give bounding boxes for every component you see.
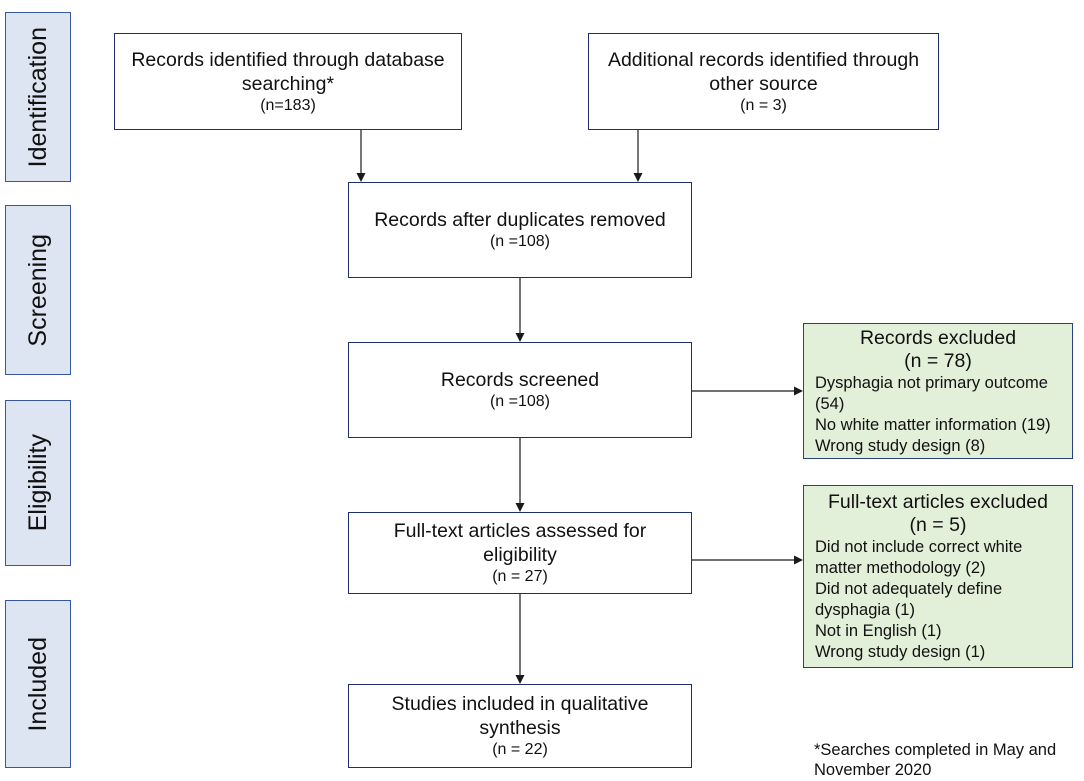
records-screened-box: Records screened (n =108) xyxy=(348,342,692,438)
arrow-head xyxy=(515,333,525,342)
arrow-head xyxy=(794,386,803,396)
full-text-assessed-box: Full-text articles assessed for eligibil… xyxy=(348,512,692,594)
arrow-head xyxy=(515,503,525,512)
arrow-screened-to-excluded xyxy=(692,386,803,396)
exclusion-reason: No white matter information (19) xyxy=(804,415,1072,436)
record-count: (n = 3) xyxy=(740,96,787,114)
arrow-deduplicated-to-screened xyxy=(515,278,525,342)
exclusion-reason-line: Did not adequately define xyxy=(815,580,1003,598)
stage-screening: Screening xyxy=(5,205,71,375)
exclusion-title: Full-text articles excluded xyxy=(827,491,1048,513)
box-text-line: Full-text articles assessed for xyxy=(393,520,647,542)
arrow-head xyxy=(356,173,366,182)
footnote-line: November 2020 xyxy=(814,761,932,779)
arrow-other-to-deduplicated xyxy=(633,130,643,182)
box-text-line: Records identified through database xyxy=(131,48,445,71)
stage-label: Included xyxy=(23,636,52,732)
exclusion-reason: Did not adequately define dysphagia (1) xyxy=(804,579,1072,621)
record-count: (n=183) xyxy=(260,96,316,114)
exclusion-reason-line: dysphagia (1) xyxy=(815,601,915,619)
arrow-head xyxy=(515,675,525,684)
arrow-head xyxy=(633,173,643,182)
exclusion-reason-line: Dysphagia not primary outcome xyxy=(815,374,1048,392)
exclusion-count: (n = 5) xyxy=(909,514,967,536)
exclusion-reason-line: Not in English (1) xyxy=(815,622,942,640)
box-text-line: Records screened xyxy=(440,369,600,391)
record-count: (n =108) xyxy=(489,233,551,250)
arrow-database-to-deduplicated xyxy=(356,130,366,182)
exclusion-reason: Dysphagia not primary outcome (54) xyxy=(804,373,1072,415)
arrow-head xyxy=(794,555,803,565)
full-text-excluded-box: Full-text articles excluded (n = 5) Did … xyxy=(803,485,1073,668)
arrow-full-text-to-included xyxy=(515,594,525,684)
exclusion-count: (n = 78) xyxy=(904,350,972,372)
records-excluded-box: Records excluded (n = 78) Dysphagia not … xyxy=(803,323,1073,459)
arrow-full-text-to-excluded xyxy=(692,555,803,565)
duplicates-removed-box: Records after duplicates removed (n =108… xyxy=(348,182,692,278)
box-text-line: other source xyxy=(709,72,818,95)
exclusion-reason-line: Wrong study design (8) xyxy=(815,437,986,455)
record-count: (n = 27) xyxy=(492,568,548,585)
stage-eligibility: Eligibility xyxy=(5,400,71,566)
box-text-line: Records after duplicates removed xyxy=(374,209,666,231)
database-records-box: Records identified through database sear… xyxy=(114,33,462,130)
exclusion-reason: Did not include correct white matter met… xyxy=(804,537,1072,579)
box-text-line: synthesis xyxy=(479,717,561,739)
exclusion-reason-line: Wrong study design (1) xyxy=(815,643,986,661)
stage-label: Identification xyxy=(23,26,52,168)
arrow-screened-to-full-text xyxy=(515,438,525,512)
exclusion-reason: Wrong study design (1) xyxy=(804,642,1072,663)
record-count: (n =108) xyxy=(489,393,551,410)
stage-included: Included xyxy=(5,600,71,768)
footnote: *Searches completed in May and November … xyxy=(814,740,1056,780)
exclusion-reason: Wrong study design (8) xyxy=(804,436,1072,457)
stage-label: Eligibility xyxy=(23,434,52,532)
exclusion-reason: Not in English (1) xyxy=(804,621,1072,642)
box-text-line: searching* xyxy=(241,72,335,95)
box-text-line: eligibility xyxy=(483,544,557,566)
footnote-line: *Searches completed in May and xyxy=(814,741,1057,759)
stage-label: Screening xyxy=(23,233,52,347)
exclusion-title: Records excluded xyxy=(859,327,1017,349)
exclusion-reason-line: No white matter information (19) xyxy=(815,416,1051,434)
exclusion-reason-line: Did not include correct white xyxy=(815,538,1023,556)
other-records-box: Additional records identified through ot… xyxy=(588,33,939,130)
box-text-line: Studies included in qualitative xyxy=(391,693,649,715)
studies-included-box: Studies included in qualitative synthesi… xyxy=(348,684,692,768)
record-count: (n = 22) xyxy=(492,741,548,758)
exclusion-reason-line: (54) xyxy=(815,395,845,413)
box-text-line: Additional records identified through xyxy=(607,48,920,71)
stage-identification: Identification xyxy=(5,12,71,182)
exclusion-reason-line: matter methodology (2) xyxy=(815,559,986,577)
